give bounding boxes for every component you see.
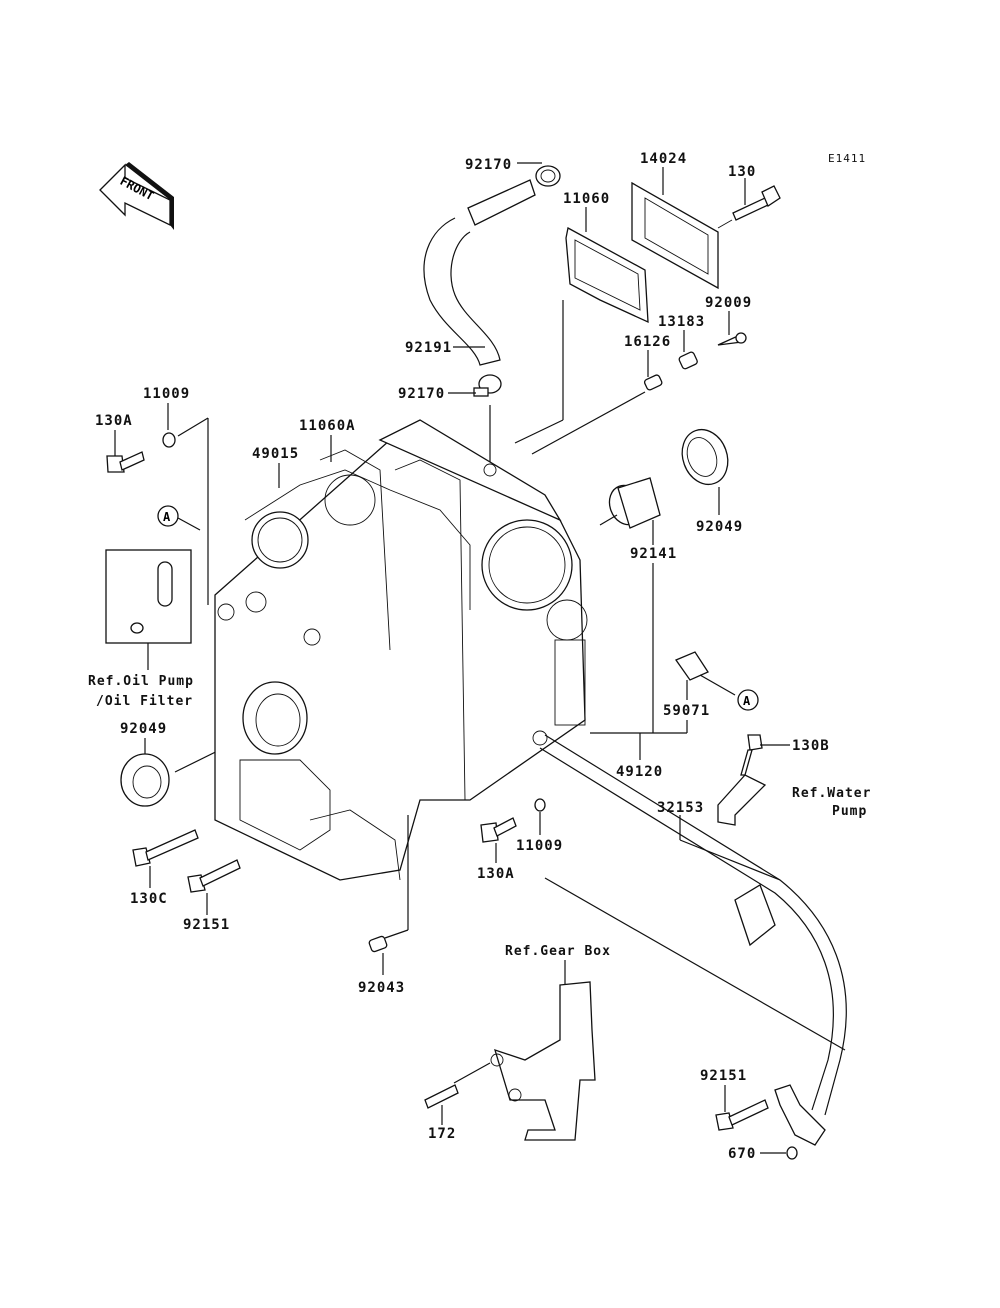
stud-172 — [424, 1084, 459, 1109]
crankcase-49120 — [214, 419, 588, 881]
label-670: 670 — [728, 1146, 756, 1162]
label-49120: 49120 — [616, 764, 663, 780]
part-16126 — [643, 374, 663, 391]
bolt-92151-right — [715, 1099, 769, 1131]
clamp-92170-mid — [473, 374, 502, 397]
water-pump-bracket — [717, 774, 767, 826]
bushing-92141 — [608, 477, 661, 529]
diagram-code: E1411 — [828, 152, 866, 165]
pipe-32153 — [539, 734, 847, 1116]
ref-water-pump-line2: Pump — [832, 804, 867, 819]
gasket-11060 — [565, 227, 649, 324]
bolt-130C — [132, 829, 199, 867]
label-13183: 13183 — [658, 314, 705, 330]
label-92141: 92141 — [630, 546, 677, 562]
bolt-130B — [740, 734, 763, 776]
label-11009-top: 11009 — [143, 386, 190, 402]
washer-11009-top — [162, 432, 176, 448]
label-130B: 130B — [792, 738, 830, 754]
washer-11009-bottom — [534, 798, 546, 812]
cover-14024 — [631, 181, 719, 290]
label-172: 172 — [428, 1126, 456, 1142]
ref-oil-pump-line2: /Oil Filter — [96, 694, 193, 709]
label-92151-left: 92151 — [183, 917, 230, 933]
label-14024: 14024 — [640, 151, 687, 167]
label-92009: 92009 — [705, 295, 752, 311]
label-59071: 59071 — [663, 703, 710, 719]
label-130A-bottom: 130A — [477, 866, 515, 882]
ref-gear-box: Ref.Gear Box — [505, 944, 611, 959]
label-49015: 49015 — [252, 446, 299, 462]
ref-oil-pump-line1: Ref.Oil Pump — [88, 674, 194, 689]
callout-a-right: A — [737, 689, 759, 711]
svg-text:A: A — [163, 510, 171, 524]
label-32153: 32153 — [657, 800, 704, 816]
bolt-130A-bottom — [480, 817, 517, 843]
label-92191: 92191 — [405, 340, 452, 356]
o-ring-670 — [786, 1146, 798, 1160]
svg-text:A: A — [743, 694, 751, 708]
screw-92009 — [717, 332, 747, 346]
part-13183 — [678, 351, 698, 370]
bolt-130A-top — [106, 451, 145, 473]
ref-water-pump-line1: Ref.Water — [792, 786, 871, 801]
label-92049-left: 92049 — [120, 721, 167, 737]
label-92170-top: 92170 — [465, 157, 512, 173]
breather-59071 — [675, 651, 709, 681]
bolt-130 — [732, 185, 781, 221]
oil-seal-92049-left — [120, 753, 170, 807]
label-130: 130 — [728, 164, 756, 180]
clamp-92170-top — [535, 165, 561, 187]
dowel-92043 — [368, 935, 388, 953]
label-92151-right: 92151 — [700, 1068, 747, 1084]
gear-box-bracket — [490, 981, 596, 1141]
hose-92191 — [423, 179, 536, 366]
label-11060A: 11060A — [299, 418, 356, 434]
oil-pump-ref-box — [105, 549, 192, 644]
label-16126: 16126 — [624, 334, 671, 350]
label-92170-mid: 92170 — [398, 386, 445, 402]
label-130A-top: 130A — [95, 413, 133, 429]
pipe-bracket — [774, 1084, 826, 1146]
label-11009-bottom: 11009 — [516, 838, 563, 854]
callout-a-left: A — [157, 505, 179, 527]
bolt-92151-left — [187, 859, 241, 893]
label-92049-right: 92049 — [696, 519, 743, 535]
oil-seal-92049-right — [681, 428, 729, 486]
front-arrow-icon: FRONT — [99, 162, 174, 230]
label-11060: 11060 — [563, 191, 610, 207]
label-92043: 92043 — [358, 980, 405, 996]
label-130C: 130C — [130, 891, 168, 907]
